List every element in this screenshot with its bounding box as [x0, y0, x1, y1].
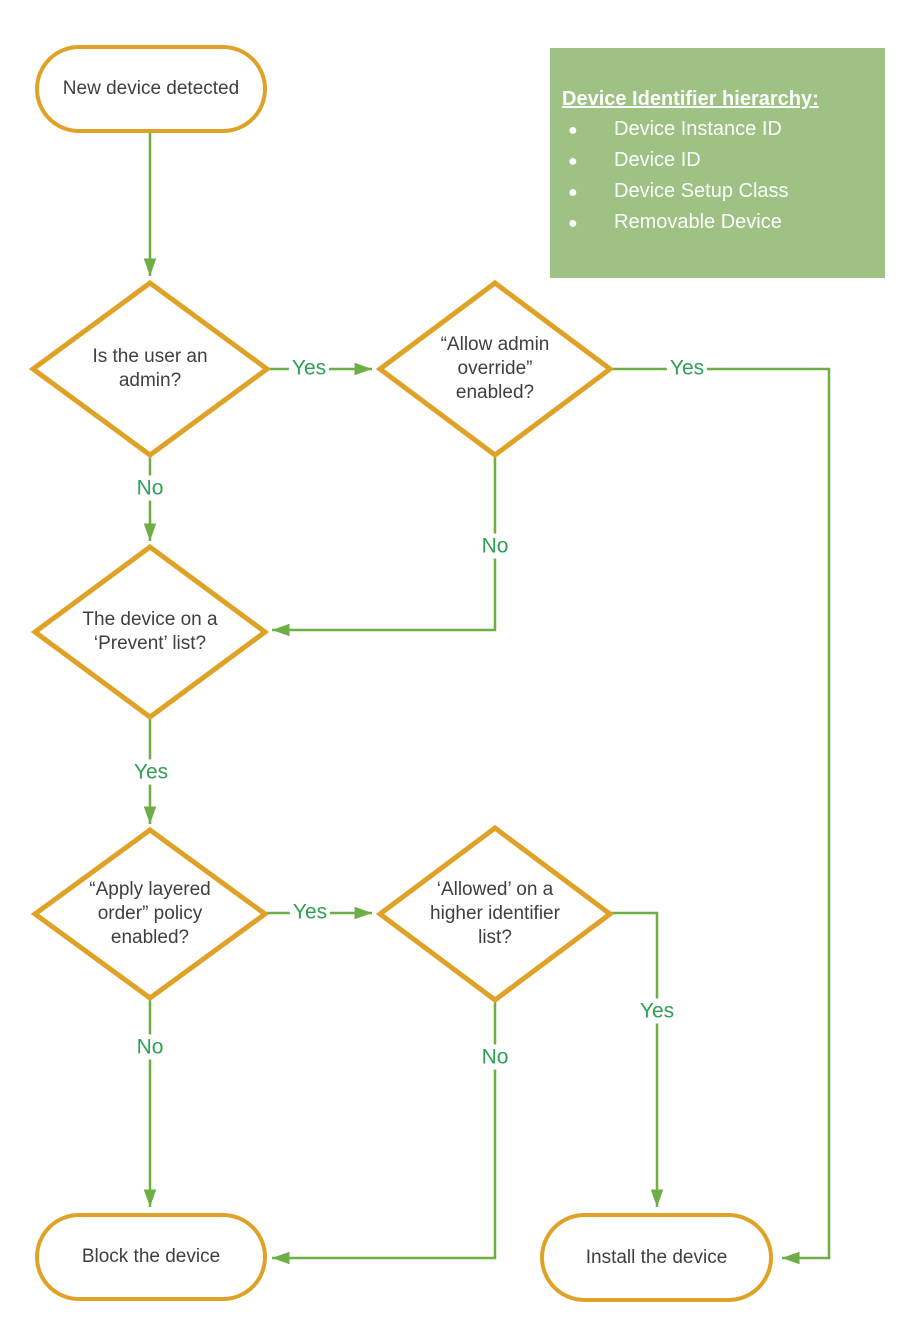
edge-label-override-no: No	[478, 533, 512, 559]
edge-label-allowed-yes: Yes	[636, 998, 678, 1024]
decision-device-on-prevent-list	[30, 543, 270, 721]
install-node-label: Install the device	[585, 1246, 728, 1268]
decision-label-device-on-prevent-list: The device on a ‘Prevent’ list?	[82, 609, 218, 654]
legend-item-label: Device Setup Class	[614, 180, 789, 202]
edge-allowed-no-to-block	[272, 1000, 497, 1265]
decision-label-allowed-higher-identifier: ‘Allowed’ on a higher identifier list?	[430, 879, 560, 948]
legend-item-label: Removable Device	[614, 211, 782, 233]
bullet-icon: ●	[568, 184, 578, 201]
decision-allow-admin-override	[375, 279, 615, 459]
edge-label-prevent-yes: Yes	[130, 759, 172, 785]
edge-label-admin-yes: Yes	[288, 355, 330, 381]
decision-apply-layered-order	[30, 826, 270, 1002]
end-node-install-device: Install the device	[540, 1213, 773, 1302]
end-node-block-device: Block the device	[35, 1213, 267, 1301]
edge-label-allowed-no: No	[478, 1044, 512, 1070]
legend-item-label: Device ID	[614, 149, 701, 171]
legend-item-row: ● Device ID	[568, 149, 875, 180]
edge-label-layered-yes: Yes	[289, 899, 331, 925]
edge-label-override-yes: Yes	[666, 355, 708, 381]
decision-label-is-user-admin: Is the user an admin?	[92, 346, 208, 391]
legend-device-identifier-hierarchy: Device Identifier hierarchy: ● Device In…	[550, 48, 885, 278]
decision-label-apply-layered-order: “Apply layered order” policy enabled?	[89, 879, 211, 948]
edge-override-yes-to-install	[608, 367, 831, 1265]
decision-is-user-admin	[28, 279, 272, 459]
decision-allowed-higher-identifier	[375, 824, 615, 1004]
legend-item-row: ● Removable Device	[568, 211, 875, 242]
edge-label-layered-no: No	[133, 1034, 167, 1060]
block-node-label: Block the device	[81, 1246, 221, 1267]
legend-title: Device Identifier hierarchy:	[562, 88, 819, 110]
legend-item-label: Device Instance ID	[614, 118, 782, 140]
bullet-icon: ●	[568, 153, 578, 170]
edge-label-admin-no: No	[133, 475, 167, 501]
bullet-icon: ●	[568, 215, 578, 232]
legend-item-row: ● Device Instance ID	[568, 118, 875, 149]
bullet-icon: ●	[568, 122, 578, 139]
decision-label-allow-admin-override: “Allow admin override” enabled?	[440, 334, 550, 403]
start-node-label: New device detected	[62, 78, 240, 99]
edge-allowed-yes-to-install	[610, 911, 664, 1207]
start-node-new-device-detected: New device detected	[35, 45, 267, 133]
edge-override-no-to-prevent	[272, 455, 497, 637]
legend-item-row: ● Device Setup Class	[568, 180, 875, 211]
